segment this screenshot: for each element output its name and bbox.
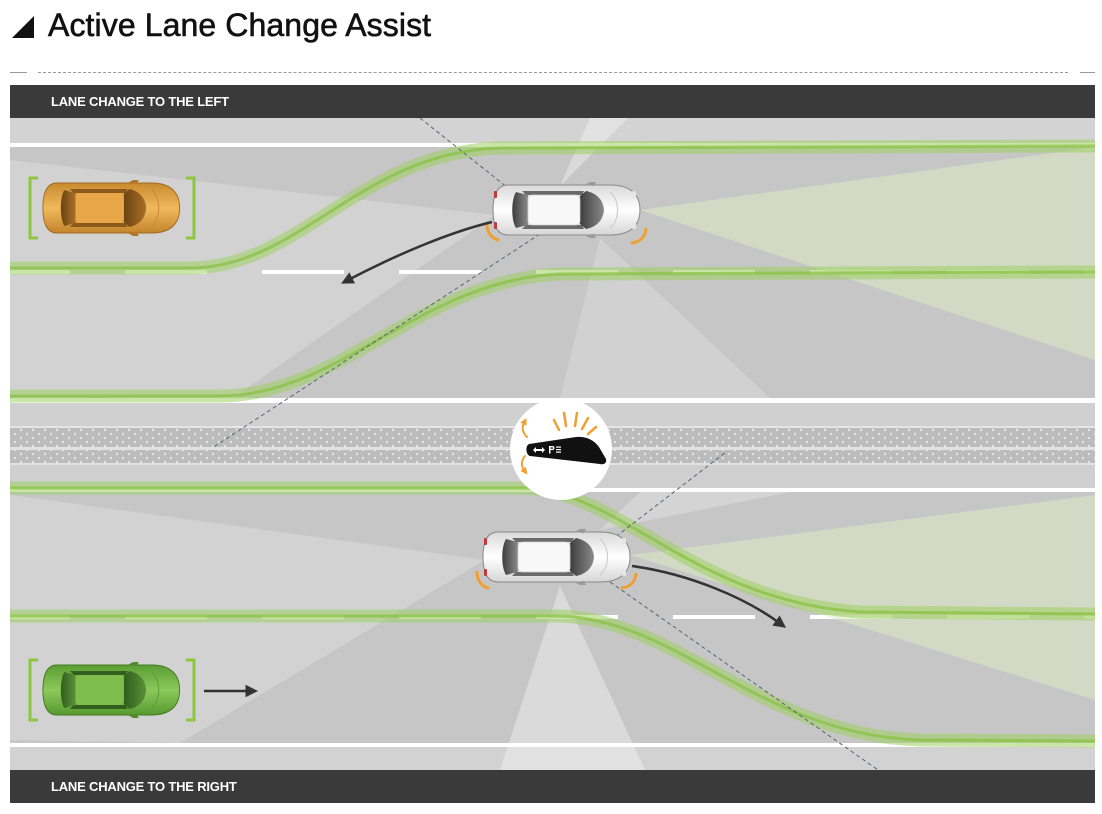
section-label-top: LANE CHANGE TO THE LEFT [10,85,1095,118]
upper-shoulder [10,118,1095,143]
signal-rays [552,411,598,436]
stalk-lever [526,436,607,465]
green-car-bracket [28,658,196,722]
ego-top-turn-signal [485,222,648,245]
sensor-line-top-a [419,118,509,189]
turn-signal-stalk-icon [510,398,612,500]
trajectory-top-lower [10,265,1095,403]
sensor-lines [211,118,879,770]
triangle-icon [12,16,34,38]
sensor-line-top-b [211,233,541,449]
lower-shoulder [10,747,1095,770]
orange-car-bracket [28,176,196,240]
lower-edge-line [10,743,1095,747]
sensor-cone-bottom-front [630,495,1095,700]
page-title: Active Lane Change Assist [48,7,432,44]
lane-change-diagram [10,118,1095,770]
sensor-cone-bottom-up [600,492,790,530]
ego-bottom-turn-signal [475,570,638,590]
stalk-motion-arrows [520,417,528,475]
green-car [42,662,181,718]
sensor-line-bottom-b [609,581,879,770]
trajectory-bottom-lower [10,609,1095,748]
orange-car [42,180,181,236]
stalk-symbols [533,446,561,454]
trajectory-top-upper [10,139,1095,275]
divider-dashed [38,72,1068,73]
sensor-line-bottom-a [604,451,727,546]
lane-change-right-arrow [631,564,787,628]
divider-right [1080,72,1095,73]
lane-change-left-arrow [341,220,493,284]
section-label-bottom: LANE CHANGE TO THE RIGHT [10,770,1095,803]
divider-left [10,72,27,73]
sensor-cone-bottom-down [500,586,645,770]
sensor-cone-top-front [640,147,1095,360]
ego-car-top [492,182,641,238]
header: Active Lane Change Assist [0,0,1102,60]
ego-car-bottom [482,529,631,585]
